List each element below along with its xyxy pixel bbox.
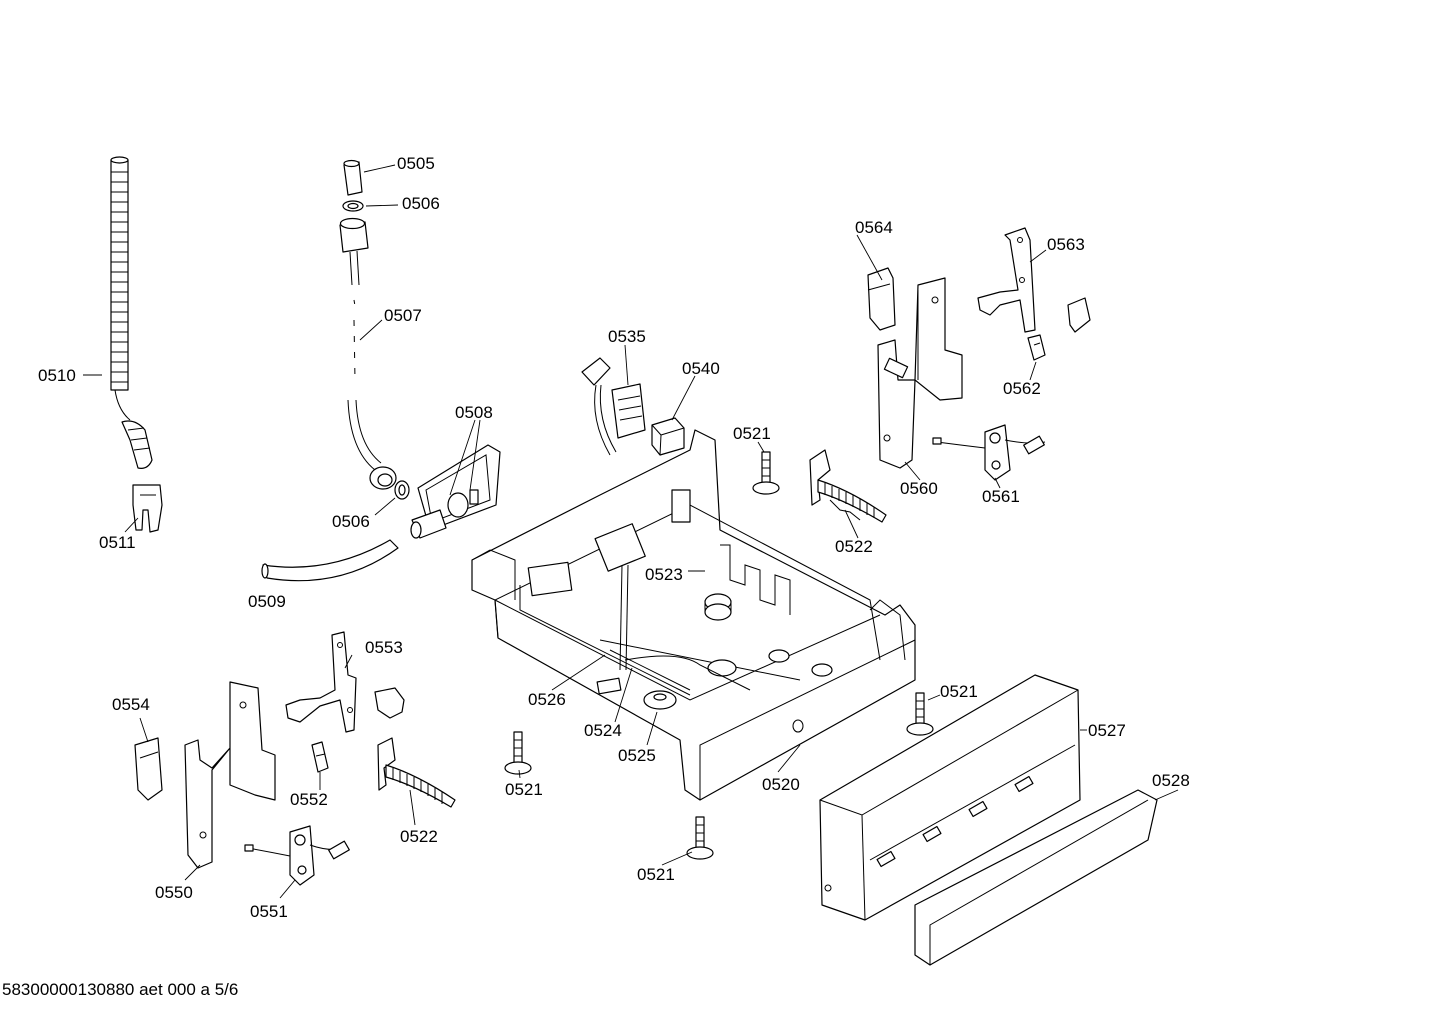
callout-0562: 0562 (1003, 379, 1041, 398)
part-0527-plinth (819, 674, 1081, 921)
callout-0505: 0505 (397, 154, 435, 173)
callout-0521: 0521 (637, 865, 675, 884)
callout-0521: 0521 (733, 424, 771, 443)
callout-0525: 0525 (618, 746, 656, 765)
callout-0521: 0521 (505, 780, 543, 799)
part-small-block-left (374, 687, 405, 719)
part-0510-drain-hose (110, 156, 153, 469)
part-0540-connector (651, 417, 685, 456)
part-0535-harness (581, 357, 646, 456)
callout-0520: 0520 (762, 775, 800, 794)
part-0524-tube (596, 655, 751, 695)
part-0508-valve (410, 444, 501, 539)
callout-0560: 0560 (900, 479, 938, 498)
document-code: 58300000130880 aet 000 a 5/6 (2, 980, 239, 999)
part-0507-inlet-hose (339, 217, 397, 490)
callout-0535: 0535 (608, 327, 646, 346)
callout-0511: 0511 (99, 533, 136, 552)
callout-0561: 0561 (982, 487, 1020, 506)
part-0522-spring-upper (809, 449, 887, 523)
callout-0508: 0508 (455, 403, 493, 422)
leader-lines (83, 164, 1179, 899)
part-small-block-right (1067, 297, 1091, 333)
part-0525-float (643, 690, 677, 710)
part-0521-screw-a (752, 451, 780, 495)
part-0506-seal-top (342, 200, 364, 212)
part-0505-cap (343, 159, 363, 196)
part-0551-sensor (244, 825, 350, 886)
callout-0524: 0524 (584, 721, 622, 740)
part-0511-hose-holder (132, 484, 163, 533)
part-0563-bracket (977, 227, 1036, 333)
callout-0554: 0554 (112, 695, 150, 714)
callout-0523: 0523 (645, 565, 683, 584)
part-0562-clip (1027, 334, 1046, 361)
part-0521-screw-c (686, 816, 714, 860)
callout-0551: 0551 (250, 902, 288, 921)
part-0520-base-frame (471, 429, 916, 801)
callout-0522: 0522 (400, 827, 438, 846)
part-0554-cover (134, 737, 163, 801)
callout-labels: 0505 0506 0507 0508 0506 0509 0510 0511 … (38, 154, 1190, 921)
callout-0506: 0506 (402, 194, 440, 213)
part-0561-sensor (932, 424, 1046, 481)
part-0506-seal-bottom (394, 480, 410, 500)
callout-0522: 0522 (835, 537, 873, 556)
part-0509-hose (261, 539, 399, 582)
part-0553-bracket (285, 631, 357, 733)
callout-0563: 0563 (1047, 235, 1085, 254)
callout-0526: 0526 (528, 690, 566, 709)
callout-0564: 0564 (855, 218, 893, 237)
part-0552-clip (311, 741, 329, 773)
part-0560-bracket (877, 277, 963, 469)
callout-0507: 0507 (384, 306, 422, 325)
part-0521-screw-d (906, 692, 934, 736)
callout-0510: 0510 (38, 366, 76, 385)
callout-0506: 0506 (332, 512, 370, 531)
callout-0550: 0550 (155, 883, 193, 902)
callout-0528: 0528 (1152, 771, 1190, 790)
callout-0540: 0540 (682, 359, 720, 378)
callout-0509: 0509 (248, 592, 286, 611)
part-0564-clip (867, 267, 896, 331)
part-0550-bracket (184, 681, 276, 869)
callout-0552: 0552 (290, 790, 328, 809)
part-0521-screw-b (504, 731, 532, 775)
part-0522-spring-lower (377, 737, 456, 808)
part-0528-panel (914, 789, 1158, 966)
callout-0521: 0521 (940, 682, 978, 701)
callout-0553: 0553 (365, 638, 403, 657)
callout-0527: 0527 (1088, 721, 1126, 740)
